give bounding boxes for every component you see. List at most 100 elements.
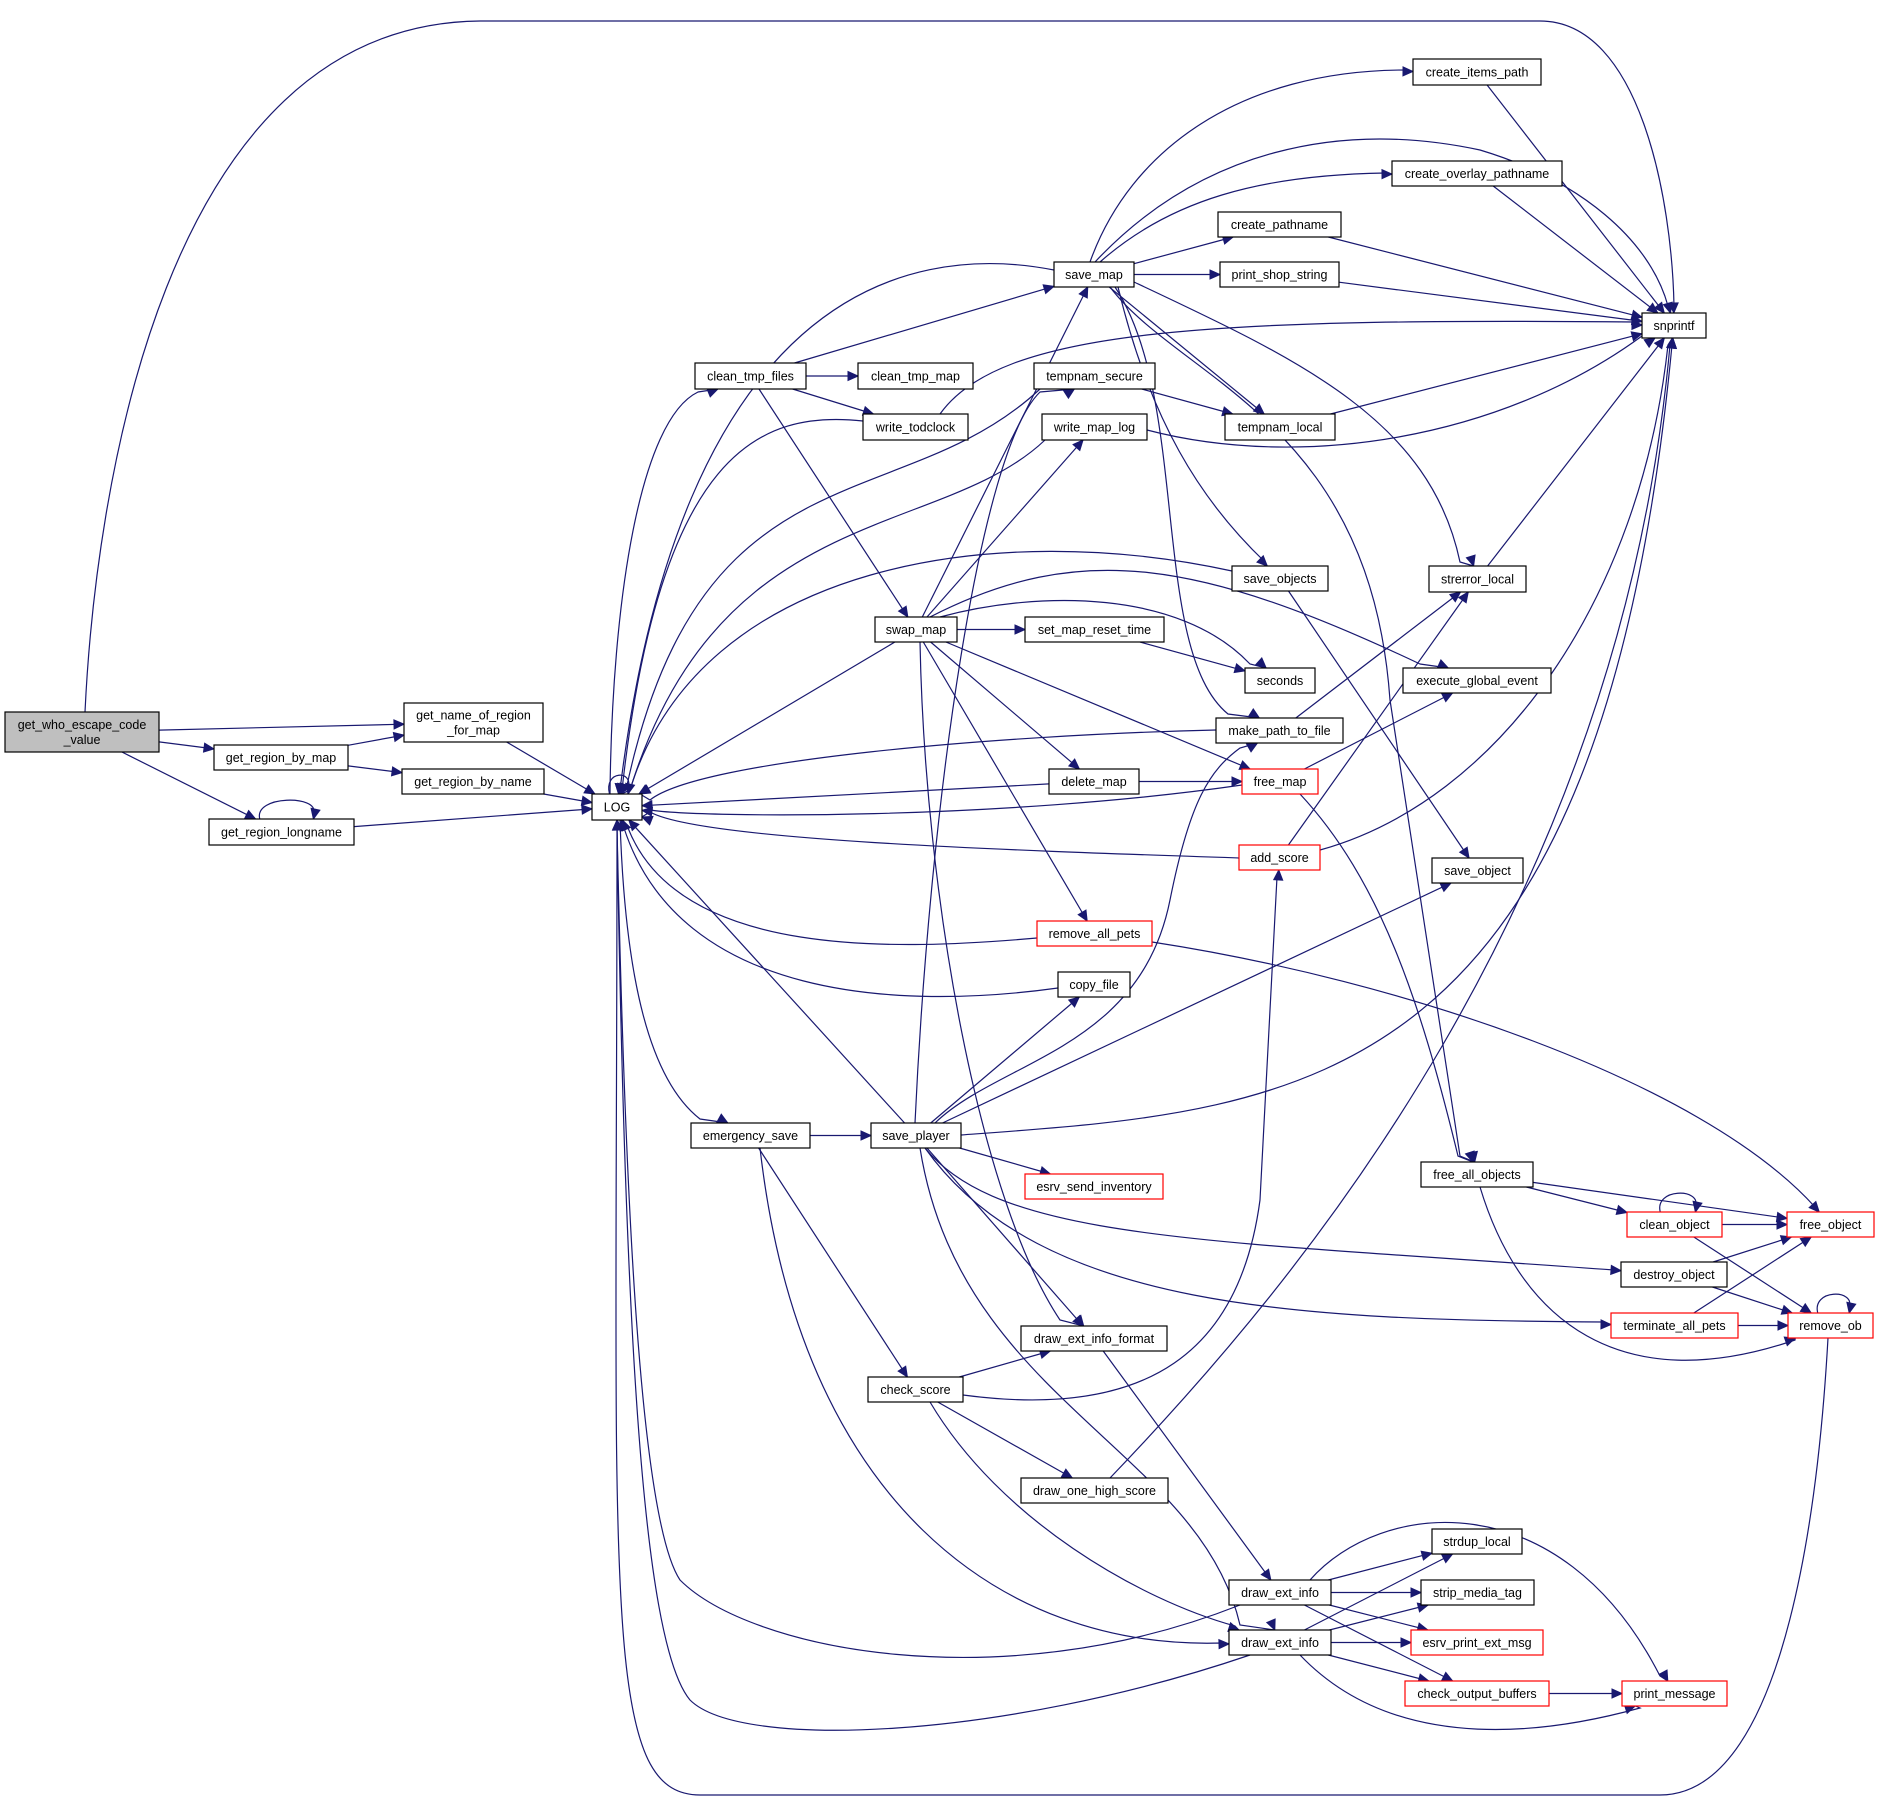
node-box xyxy=(1420,1579,1535,1606)
node-strdup-local[interactable]: strdup_local xyxy=(1431,1528,1523,1555)
node-get-region-by-name[interactable]: get_region_by_name xyxy=(401,768,545,795)
node-remove-all-pets[interactable]: remove_all_pets xyxy=(1036,920,1153,947)
node-get-who-escape-code-value[interactable]: get_who_escape_code_value xyxy=(4,711,160,753)
node-remove-ob[interactable]: remove_ob xyxy=(1787,1312,1874,1339)
node-save-objects[interactable]: save_objects xyxy=(1231,565,1329,592)
edge-draw-ext-info-a-to-LOG xyxy=(616,819,1241,1658)
node-label: _for_map xyxy=(446,724,500,738)
edge-save-player-to-terminate-all-pets xyxy=(924,1147,1612,1326)
node-draw-ext-info-format[interactable]: draw_ext_info_format xyxy=(1020,1325,1168,1352)
node-create-overlay-pathname[interactable]: create_overlay_pathname xyxy=(1391,160,1563,187)
node-write-map-log[interactable]: write_map_log xyxy=(1041,413,1148,441)
node-draw-ext-info-b[interactable]: draw_ext_info xyxy=(1228,1629,1332,1656)
node-seconds[interactable]: seconds xyxy=(1244,667,1316,694)
node-box xyxy=(1228,1579,1332,1606)
node-tempnam-local[interactable]: tempnam_local xyxy=(1224,413,1336,441)
node-get-region-by-map[interactable]: get_region_by_map xyxy=(213,744,349,771)
node-create-items-path[interactable]: create_items_path xyxy=(1412,58,1542,86)
node-label: strdup_local xyxy=(1443,1535,1510,1549)
node-label: tempnam_local xyxy=(1238,421,1323,435)
node-free-map[interactable]: free_map xyxy=(1241,768,1319,795)
node-strerror-local[interactable]: strerror_local xyxy=(1428,565,1527,593)
edge-save-map-to-save-objects xyxy=(1117,286,1268,567)
node-clean-object[interactable]: clean_object xyxy=(1626,1211,1723,1238)
edge-free-all-objects-to-free-object xyxy=(1532,1181,1788,1219)
edge-write-map-log-to-snprintf xyxy=(1146,335,1656,448)
edge-make-path-to-file-to-strerror-local-arrowhead xyxy=(1448,591,1462,603)
edge-draw-ext-info-format-to-draw-ext-info-a-arrowhead xyxy=(1260,1568,1272,1581)
node-clean-tmp-files[interactable]: clean_tmp_files xyxy=(694,362,807,390)
edge-save-map-to-make-path-to-file-arrowhead xyxy=(1247,707,1261,719)
node-label: esrv_print_ext_msg xyxy=(1422,1636,1531,1650)
node-execute-global-event[interactable]: execute_global_event xyxy=(1402,667,1552,694)
node-box xyxy=(1020,1325,1168,1352)
edge-swap-map-to-execute-global-event xyxy=(929,569,1449,669)
node-get-region-longname[interactable]: get_region_longname xyxy=(208,818,355,846)
node-create-pathname[interactable]: create_pathname xyxy=(1217,211,1342,238)
edge-free-all-objects-to-clean-object xyxy=(1526,1186,1628,1214)
node-write-todclock[interactable]: write_todclock xyxy=(862,413,969,441)
edge-remove-all-pets-to-free-object-arrowhead xyxy=(1808,1200,1821,1213)
node-add-score[interactable]: add_score xyxy=(1238,844,1321,871)
node-strip-media-tag[interactable]: strip_media_tag xyxy=(1420,1579,1535,1606)
edge-draw-ext-info-b-to-LOG xyxy=(616,819,1251,1731)
edge-save-player-to-copy-file-arrowhead xyxy=(1067,996,1081,1008)
edge-save-player-to-tempnam-secure xyxy=(914,388,1075,1124)
edge-get-region-by-name-to-LOG-arrowhead xyxy=(580,795,594,806)
node-destroy-object[interactable]: destroy_object xyxy=(1620,1261,1728,1288)
node-draw-ext-info-a[interactable]: draw_ext_info xyxy=(1228,1579,1332,1606)
node-make-path-to-file[interactable]: make_path_to_file xyxy=(1215,717,1344,744)
node-label: _value xyxy=(63,733,101,747)
node-free-object[interactable]: free_object xyxy=(1786,1211,1875,1238)
node-save-player[interactable]: save_player xyxy=(870,1122,962,1149)
node-label: free_object xyxy=(1800,1218,1862,1232)
edge-remove-ob-to-remove-ob xyxy=(1816,1293,1851,1314)
node-tempnam-secure[interactable]: tempnam_secure xyxy=(1033,362,1156,390)
node-label: esrv_send_inventory xyxy=(1036,1180,1152,1194)
edge-draw-ext-info-b-to-print-message xyxy=(1299,1654,1642,1731)
node-get-name-of-region-for-map[interactable]: get_name_of_region_for_map xyxy=(403,702,544,743)
node-esrv-send-inventory[interactable]: esrv_send_inventory xyxy=(1024,1173,1164,1200)
node-label: draw_ext_info_format xyxy=(1034,1332,1155,1346)
node-label: copy_file xyxy=(1069,978,1118,992)
edge-terminate-all-pets-to-remove-ob-arrowhead xyxy=(1777,1320,1790,1331)
edge-swap-map-to-seconds xyxy=(939,599,1267,669)
edge-swap-map-to-write-map-log xyxy=(926,439,1084,618)
node-save-object[interactable]: save_object xyxy=(1431,857,1524,884)
edge-swap-map-to-delete-map xyxy=(930,641,1080,770)
node-box xyxy=(1041,413,1148,441)
edge-save-player-to-LOG xyxy=(628,819,906,1124)
node-check-score[interactable]: check_score xyxy=(867,1376,964,1403)
node-snprintf[interactable]: snprintf xyxy=(1641,312,1707,339)
node-terminate-all-pets[interactable]: terminate_all_pets xyxy=(1610,1312,1739,1339)
node-box xyxy=(1217,211,1342,238)
node-free-all-objects[interactable]: free_all_objects xyxy=(1420,1161,1534,1188)
node-clean-tmp-map[interactable]: clean_tmp_map xyxy=(857,362,974,390)
node-label: free_all_objects xyxy=(1433,1168,1521,1182)
node-check-output-buffers[interactable]: check_output_buffers xyxy=(1404,1680,1550,1707)
node-box xyxy=(1620,1261,1728,1288)
edge-free-map-to-LOG-arrowhead xyxy=(640,806,654,817)
edge-save-player-to-snprintf xyxy=(960,337,1674,1136)
node-LOG[interactable]: LOG xyxy=(591,793,643,821)
node-save-map[interactable]: save_map xyxy=(1053,261,1135,288)
node-box xyxy=(1036,920,1153,947)
edge-save-player-to-draw-ext-info-b xyxy=(919,1147,1275,1631)
node-draw-one-high-score[interactable]: draw_one_high_score xyxy=(1020,1477,1169,1504)
edge-check-score-to-draw-one-high-score xyxy=(937,1401,1073,1479)
node-print-message[interactable]: print_message xyxy=(1621,1680,1728,1707)
edge-save-player-to-destroy-object xyxy=(924,1147,1622,1272)
edge-save-player-to-copy-file xyxy=(930,996,1080,1124)
edge-destroy-object-to-free-object xyxy=(1712,1236,1792,1263)
node-delete-map[interactable]: delete_map xyxy=(1048,768,1140,795)
node-swap-map[interactable]: swap_map xyxy=(874,616,958,643)
node-copy-file[interactable]: copy_file xyxy=(1057,971,1131,998)
node-label: save_object xyxy=(1444,864,1511,878)
edge-write-todclock-to-LOG xyxy=(618,418,864,795)
node-set-map-reset-time[interactable]: set_map_reset_time xyxy=(1024,616,1165,643)
edge-draw-ext-info-a-to-strdup-local-arrowhead xyxy=(1420,1550,1434,1561)
node-esrv-print-ext-msg[interactable]: esrv_print_ext_msg xyxy=(1410,1629,1544,1656)
node-box xyxy=(1228,1629,1332,1656)
node-print-shop-string[interactable]: print_shop_string xyxy=(1219,261,1340,288)
node-emergency-save[interactable]: emergency_save xyxy=(690,1122,811,1149)
